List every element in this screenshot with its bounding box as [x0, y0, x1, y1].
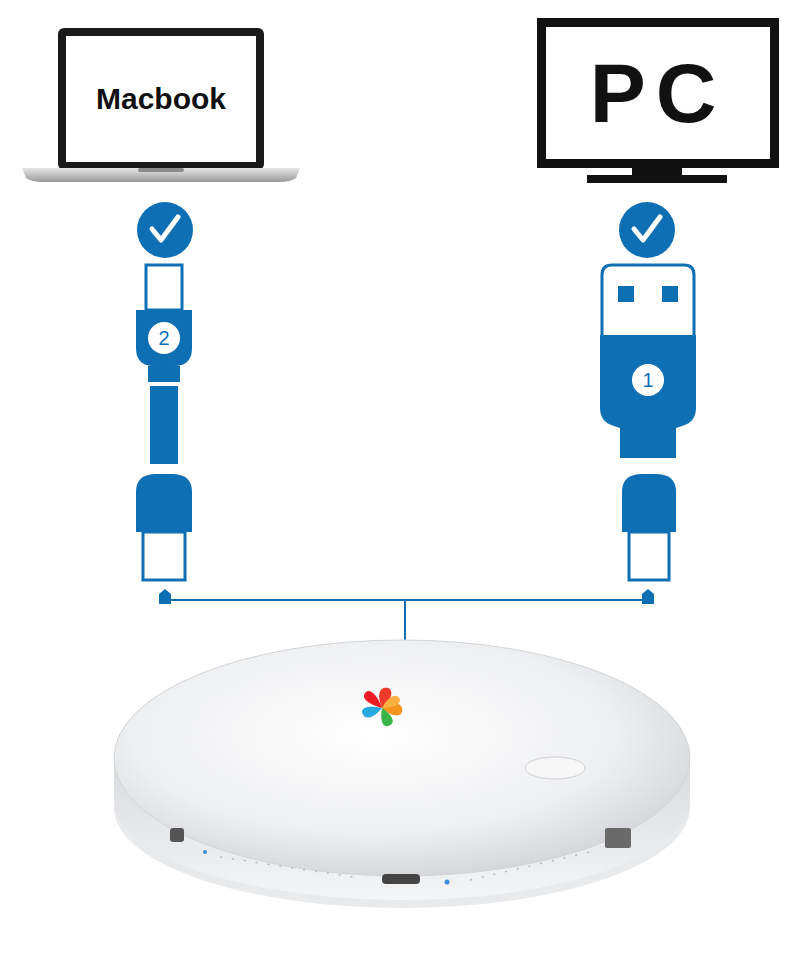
- screen-box: Macbook: [66, 36, 256, 162]
- callout-number: 2: [149, 328, 179, 348]
- screen-box: PC: [546, 27, 770, 159]
- screen-text: Macbook: [96, 84, 226, 114]
- laptop-figure: [22, 28, 300, 182]
- hub-device: [114, 640, 690, 908]
- check-badge: [619, 202, 675, 258]
- cable-right: [600, 265, 696, 580]
- cable-left: [136, 265, 192, 580]
- callout-number: 1: [633, 370, 663, 390]
- check-badge: [137, 202, 193, 258]
- monitor-figure: [537, 18, 779, 183]
- screen-text: PC: [590, 51, 727, 135]
